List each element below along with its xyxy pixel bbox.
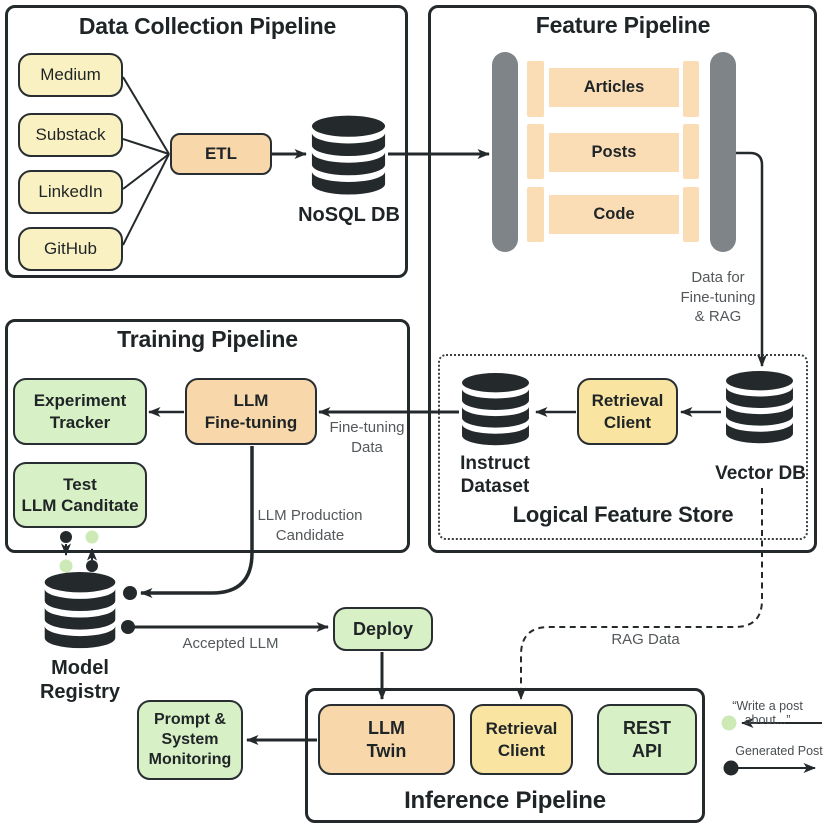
green-dot	[59, 559, 73, 573]
feature-store-retrieval-client-node: Retrieval Client	[577, 378, 678, 445]
training-pipeline-title: Training Pipeline	[117, 326, 298, 352]
line-substack-to-etl	[122, 138, 170, 155]
deploy-node: Deploy	[333, 607, 433, 651]
queue-segment	[527, 124, 544, 179]
source-github: GitHub	[18, 227, 123, 271]
instruct-dataset-icon	[462, 373, 529, 446]
legend-generated-dot	[723, 760, 739, 776]
legend-generated-label: Generated Post	[735, 744, 823, 758]
queue-code: Code	[549, 195, 679, 234]
dark-dot	[121, 620, 135, 634]
rest-api-node: REST API	[597, 704, 697, 775]
line-linkedin-to-etl	[122, 153, 170, 190]
vector-db-icon	[726, 371, 793, 444]
data-for-finetuning-rag-label: Data for Fine-tuning & RAG	[680, 269, 756, 325]
line-medium-to-etl	[122, 76, 170, 155]
etl-node: ETL	[170, 133, 272, 175]
prompt-system-monitoring-node: Prompt & System Monitoring	[137, 700, 243, 780]
feature-pipeline-title: Feature Pipeline	[535, 12, 711, 38]
experiment-tracker-node: Experiment Tracker	[13, 378, 147, 445]
queue-segment	[683, 124, 699, 179]
line-github-to-etl	[122, 153, 170, 246]
test-llm-candidate-node: Test LLM Canditate	[13, 462, 147, 528]
green-dot	[85, 530, 99, 544]
source-linkedin: LinkedIn	[18, 170, 123, 214]
model-registry-icon	[44, 572, 116, 649]
llm-production-candidate-label: LLM Production Candidate	[257, 507, 363, 544]
rag-data-label: RAG Data	[611, 631, 680, 648]
queue-posts: Posts	[549, 133, 679, 172]
queue-rail-right-icon	[710, 52, 736, 252]
nosql-db-icon	[311, 115, 386, 195]
queue-rail-left-icon	[492, 52, 518, 252]
source-medium: Medium	[18, 53, 123, 97]
queue-segment	[527, 61, 544, 117]
queue-articles: Articles	[549, 68, 679, 107]
inference-retrieval-client-node: Retrieval Client	[470, 704, 573, 775]
logical-feature-store-title: Logical Feature Store	[512, 502, 734, 527]
dark-dot	[60, 531, 72, 543]
model-registry-label: Model Registry	[39, 657, 121, 703]
legend-prompt-dot	[721, 715, 737, 731]
source-substack: Substack	[18, 113, 123, 157]
vector-db-label: Vector DB	[715, 463, 806, 484]
arrow-feature-pipeline-to-vector-db	[736, 151, 767, 367]
arrow-llm-production-candidate-to-model-registry	[140, 446, 254, 598]
llm-finetuning-node: LLM Fine-tuning	[185, 378, 317, 445]
nosql-db-label: NoSQL DB	[298, 204, 400, 226]
data-collection-pipeline-title: Data Collection Pipeline	[78, 13, 337, 39]
queue-segment	[527, 187, 544, 242]
dark-dot	[86, 560, 98, 572]
legend-prompt-label: “Write a post about...”	[732, 699, 803, 727]
finetuning-data-label: Fine-tuning Data	[329, 419, 405, 456]
instruct-dataset-label: Instruct Dataset	[460, 453, 530, 497]
queue-segment	[683, 61, 699, 117]
queue-segment	[683, 187, 699, 242]
accepted-llm-label: Accepted LLM	[182, 635, 279, 652]
llm-twin-node: LLM Twin	[318, 704, 455, 775]
dark-dot	[123, 586, 137, 600]
inference-pipeline-title: Inference Pipeline	[404, 787, 606, 814]
